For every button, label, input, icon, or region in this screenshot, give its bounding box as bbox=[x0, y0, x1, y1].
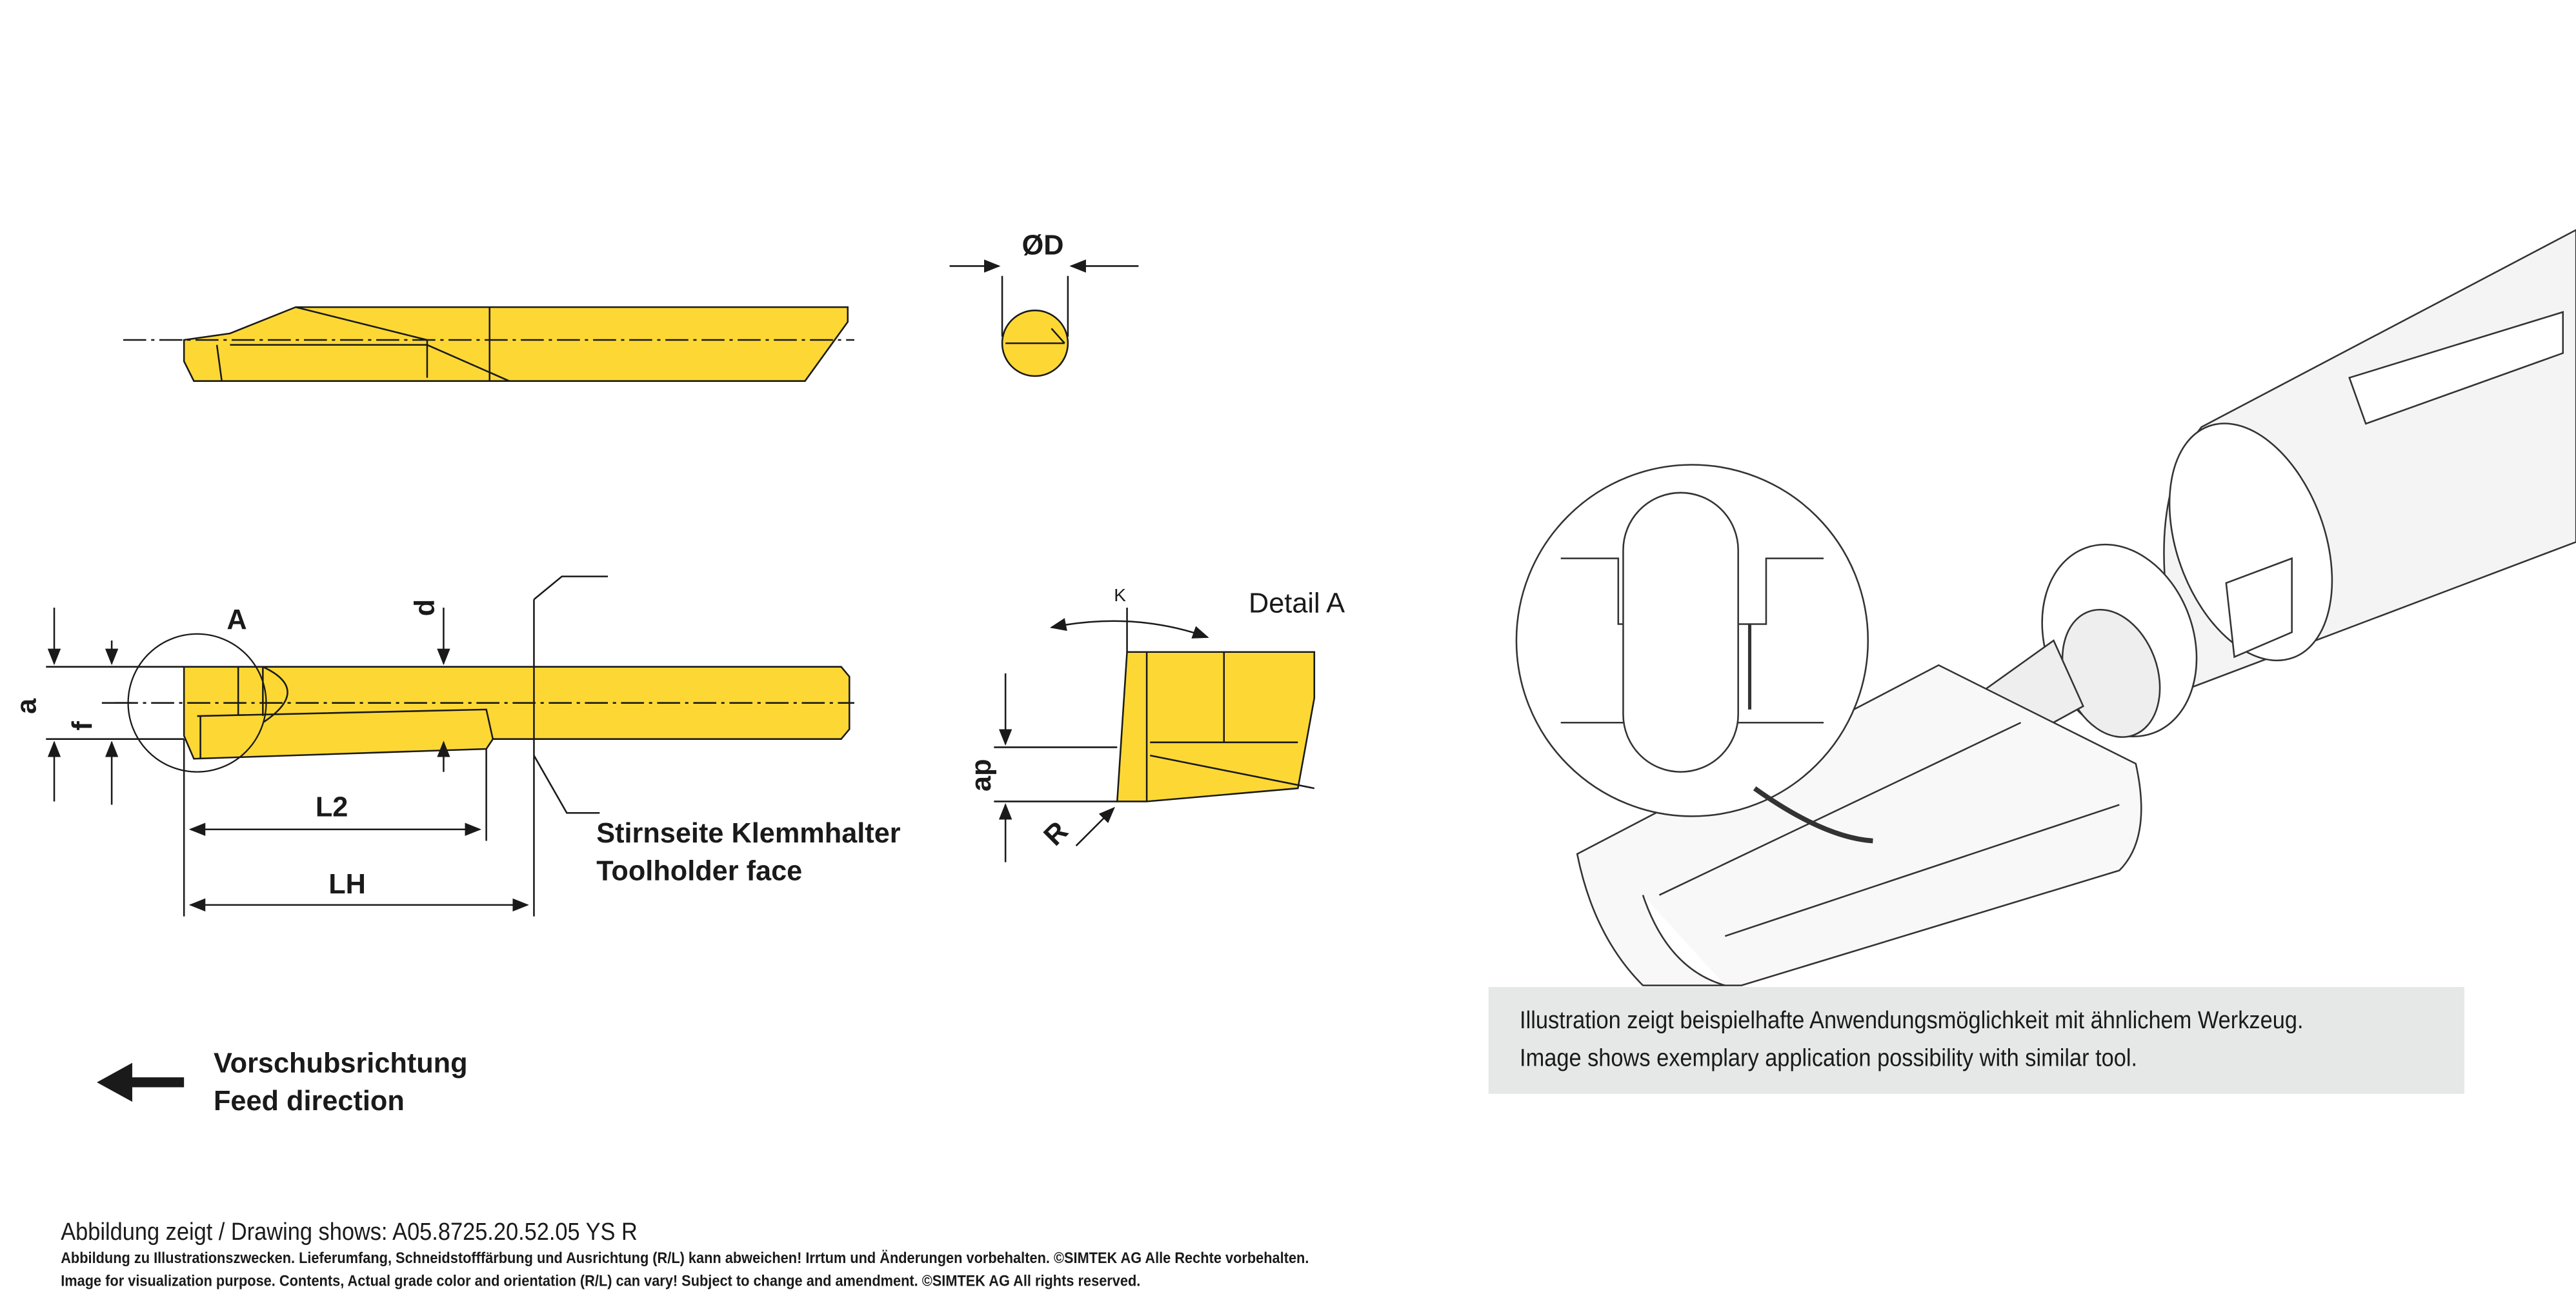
tool-main-view bbox=[46, 575, 854, 917]
disclaimer-en: Image for visualization purpose. Content… bbox=[61, 1273, 1141, 1291]
arrow-left-head bbox=[97, 1062, 132, 1102]
tool-end-view bbox=[949, 259, 1139, 377]
dim-ap: ap bbox=[965, 759, 998, 791]
application-note-en: Image shows exemplary application possib… bbox=[1520, 1044, 2138, 1073]
toolholder-face-de: Stirnseite Klemmhalter bbox=[596, 817, 901, 850]
feed-direction-de: Vorschubsrichtung bbox=[213, 1048, 468, 1079]
dim-a: a bbox=[11, 698, 43, 714]
feed-direction-en: Feed direction bbox=[213, 1085, 405, 1117]
dim-L2: L2 bbox=[315, 791, 348, 823]
detail-ref-label: A bbox=[226, 604, 247, 636]
dim-f: f bbox=[66, 721, 99, 731]
application-note-de: Illustration zeigt beispielhafte Anwendu… bbox=[1520, 1006, 2304, 1035]
dim-kappa: K bbox=[1114, 586, 1126, 606]
application-illustration bbox=[1515, 229, 2576, 986]
toolholder-face-en: Toolholder face bbox=[596, 855, 803, 887]
application-note: Illustration zeigt beispielhafte Anwendu… bbox=[1488, 987, 2464, 1094]
drawing-shows: Abbildung zeigt / Drawing shows: A05.872… bbox=[61, 1219, 638, 1247]
dim-LH: LH bbox=[328, 868, 366, 901]
tool-side-view bbox=[123, 306, 854, 382]
detail-title: Detail A bbox=[1248, 588, 1345, 619]
dim-d: d bbox=[409, 599, 441, 617]
detail-a-view bbox=[994, 608, 1316, 862]
dim-diameter: ØD bbox=[1021, 230, 1064, 261]
disclaimer-de: Abbildung zu Illustrationszwecken. Liefe… bbox=[61, 1249, 1309, 1268]
